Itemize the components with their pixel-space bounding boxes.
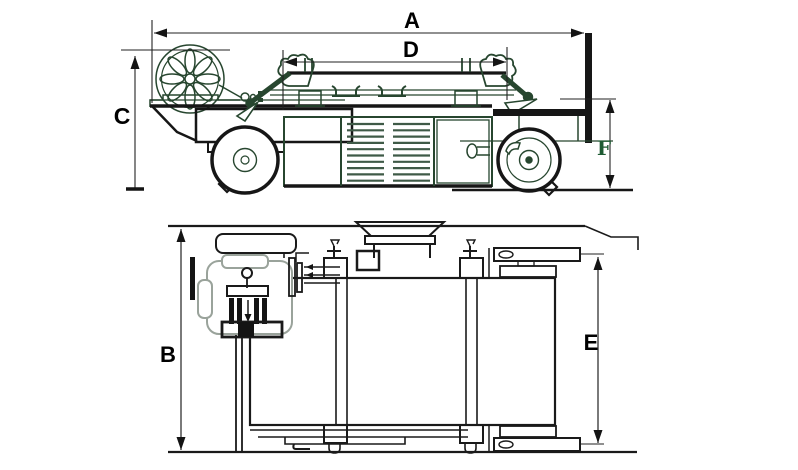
side-tick-bar bbox=[190, 257, 195, 300]
plan-view-dimensions bbox=[176, 229, 604, 450]
end-guard-right bbox=[479, 53, 517, 87]
arrow-up-icon bbox=[130, 56, 140, 69]
arrow-right-icon bbox=[493, 57, 506, 67]
plan-wheel-top-right bbox=[488, 247, 581, 278]
plan-view bbox=[168, 221, 639, 454]
bottom-hook bbox=[292, 443, 310, 450]
engine-band bbox=[226, 285, 269, 297]
roller-bracket-top-right bbox=[459, 239, 484, 279]
engine-assembly bbox=[190, 254, 340, 339]
dimension-d bbox=[282, 47, 508, 110]
hopper bbox=[353, 221, 447, 258]
dimension-labels: A D C F B E bbox=[114, 8, 611, 367]
arrow-up-icon bbox=[176, 229, 186, 242]
mount-block bbox=[355, 249, 381, 272]
front-slope bbox=[151, 105, 198, 143]
roller-bracket-top-left bbox=[323, 239, 348, 279]
dimension-a bbox=[151, 20, 584, 103]
arrow-left-icon bbox=[284, 57, 297, 67]
arrow-down-icon bbox=[176, 437, 186, 450]
side-elevation-view bbox=[149, 33, 633, 197]
arrow-right-icon bbox=[571, 28, 584, 38]
rear-wheel bbox=[496, 127, 562, 197]
coupling-plate bbox=[288, 257, 296, 297]
dimension-c bbox=[121, 49, 230, 191]
arrow-up-icon bbox=[593, 257, 603, 270]
arrow-down-icon bbox=[244, 314, 252, 322]
engine-base-block bbox=[238, 322, 254, 337]
rear-vertical-board bbox=[585, 33, 592, 143]
label-dimension-f: F bbox=[597, 136, 611, 160]
side-view-dimensions bbox=[121, 20, 616, 191]
dimension-b bbox=[176, 229, 186, 450]
front-wheel bbox=[210, 125, 280, 195]
lift-arm-right bbox=[500, 73, 530, 99]
bottom-rail-step bbox=[284, 437, 406, 445]
label-dimension-c: C bbox=[114, 103, 131, 129]
cylinder-fins bbox=[229, 298, 267, 324]
arrow-up-icon bbox=[605, 100, 615, 113]
blade-left bbox=[235, 101, 259, 123]
dimension-e bbox=[581, 253, 604, 445]
label-dimension-b: B bbox=[160, 342, 176, 367]
dimension-f bbox=[560, 98, 616, 188]
label-dimension-e: E bbox=[584, 330, 599, 355]
deck-trays bbox=[331, 85, 407, 97]
small-pulley bbox=[240, 92, 250, 102]
arrow-left-icon bbox=[306, 272, 313, 278]
engine-outline bbox=[197, 254, 293, 335]
step-detail bbox=[295, 252, 309, 262]
arrow-left-icon bbox=[154, 28, 167, 38]
coupling-plate-2 bbox=[296, 262, 303, 293]
louver-vents bbox=[347, 122, 430, 182]
machine-bed bbox=[248, 276, 557, 427]
body-door-panel bbox=[436, 119, 490, 184]
arrow-down-icon bbox=[593, 430, 603, 443]
axle-stub bbox=[466, 143, 478, 159]
wheel-notch bbox=[505, 141, 521, 156]
muffler bbox=[215, 233, 297, 254]
label-dimension-a: A bbox=[404, 8, 420, 33]
plan-top-right-corner bbox=[584, 225, 639, 250]
axle-stub-lines bbox=[477, 146, 490, 156]
bottom-rails bbox=[250, 429, 468, 438]
arrow-left-icon bbox=[306, 264, 313, 270]
fan-strut bbox=[218, 84, 243, 99]
deck-posts bbox=[304, 58, 471, 72]
arrow-down-icon bbox=[605, 175, 615, 188]
rear-step-bar bbox=[493, 109, 592, 116]
label-dimension-d: D bbox=[403, 37, 419, 62]
